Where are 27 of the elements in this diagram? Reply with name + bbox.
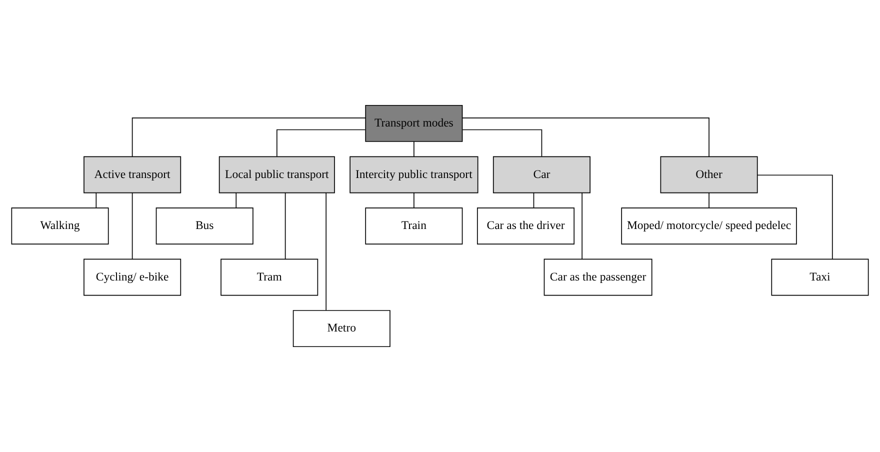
connector (132, 192, 133, 260)
node-box: Other (660, 156, 758, 194)
node-box: Taxi (771, 258, 869, 296)
node-box: Intercity public transport (350, 156, 478, 194)
connector (757, 174, 833, 260)
connector (96, 192, 97, 208)
connector (708, 192, 710, 208)
node-box: Train (365, 208, 463, 244)
connector (284, 192, 286, 260)
node-box: Walking (11, 208, 109, 244)
node-box: Car (492, 156, 590, 194)
connector (132, 118, 366, 157)
node-box: Active transport (84, 156, 182, 194)
node-box: Metro (292, 310, 390, 348)
connector (236, 192, 237, 208)
node-box: Local public transport (218, 156, 335, 194)
node-box: Car as the driver (477, 208, 574, 244)
node-box: Car as the passenger (544, 258, 652, 296)
connector (533, 192, 534, 208)
node-box: Tram (220, 258, 318, 296)
connector (276, 129, 366, 157)
connector (462, 129, 542, 157)
node-box: Cycling/ e-bike (84, 258, 182, 296)
node-box: Moped/ motorcycle/ speed pedelec (621, 208, 797, 244)
connector (462, 118, 710, 157)
node-box: Transport modes (365, 104, 463, 142)
node-box: Bus (156, 208, 254, 244)
